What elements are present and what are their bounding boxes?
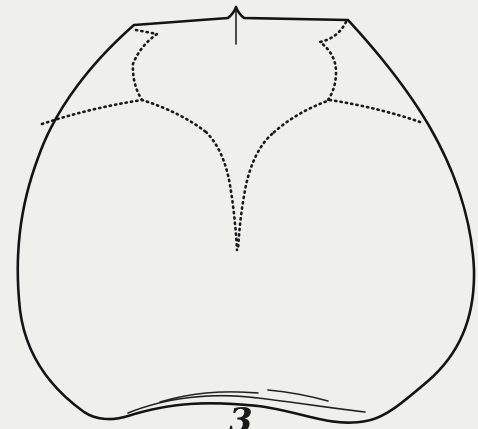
base-line-right: [268, 390, 328, 401]
skull-outline: [18, 7, 474, 423]
right-transverse-suture: [272, 100, 420, 134]
figure-label: 3: [229, 404, 253, 429]
left-transverse-suture: [42, 100, 206, 132]
left-upper-suture: [133, 30, 157, 100]
central-v-suture: [206, 132, 237, 250]
right-upper-suture: [320, 22, 346, 100]
central-v-suture-right: [238, 134, 272, 250]
